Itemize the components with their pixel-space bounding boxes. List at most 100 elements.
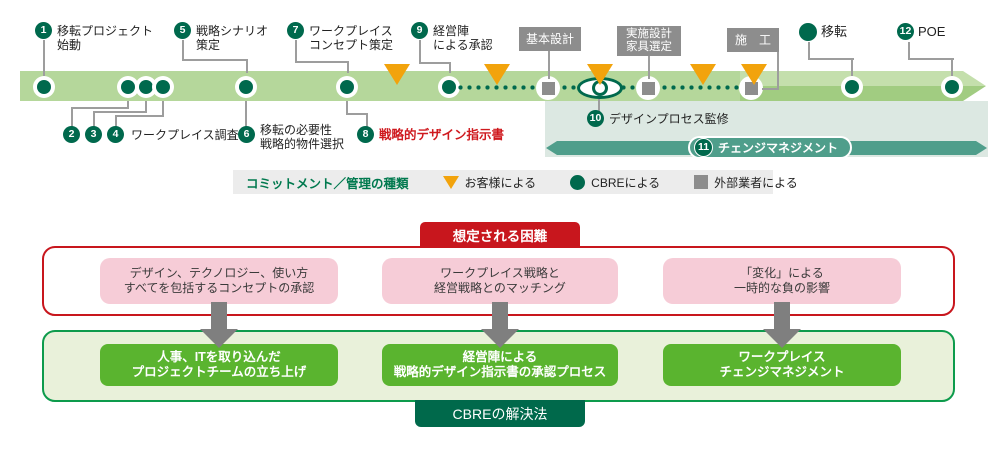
difficulty-box-1-line1: デザイン、テクノロジー、使い方 bbox=[129, 266, 309, 280]
connector-line bbox=[43, 40, 45, 76]
relocation-dot-icon bbox=[799, 23, 817, 41]
step-label-7: ワークプレイスコンセプト策定 bbox=[309, 24, 393, 52]
connector-line bbox=[951, 58, 953, 76]
solution-box-3: ワークプレイス チェンジマネジメント bbox=[663, 344, 901, 386]
step-label-1-line2: 始動 bbox=[57, 38, 82, 52]
connector-line bbox=[346, 101, 348, 115]
down-arrow-icon bbox=[492, 302, 508, 329]
connector-line bbox=[182, 40, 184, 61]
down-arrow-icon bbox=[200, 329, 238, 348]
step-badge-6: 6 bbox=[238, 126, 255, 143]
solution-box-1-line2: プロジェクトチームの立ち上げ bbox=[131, 365, 307, 379]
step-label-5: 戦略シナリオ策定 bbox=[196, 24, 268, 52]
solution-box-2-line1: 経営陣による bbox=[462, 350, 538, 364]
client-commitment-triangle-icon bbox=[384, 64, 410, 85]
legend-bar: コミットメント／管理の種類 お客様による CBREによる 外部業者による bbox=[233, 170, 798, 194]
difficulty-box-3-line1: 「変化」による bbox=[740, 266, 824, 280]
connector-line bbox=[115, 115, 164, 117]
vendor-box-construction: 施 工 bbox=[727, 28, 779, 52]
vendor-box-construction-label: 施 工 bbox=[734, 32, 771, 47]
connector-line bbox=[182, 59, 248, 61]
poe-label: POE bbox=[918, 24, 946, 39]
step-label-7-line1: ワークプレイス bbox=[309, 24, 393, 38]
connector-line bbox=[808, 58, 854, 60]
connector-line bbox=[127, 101, 129, 109]
down-arrow-icon bbox=[763, 329, 801, 348]
difficulty-box-2: ワークプレイス戦略と 経営戦略とのマッチング bbox=[382, 258, 618, 304]
connector-line bbox=[245, 101, 247, 127]
change-management-label: チェンジマネジメント bbox=[718, 141, 839, 155]
circle-icon bbox=[570, 174, 586, 190]
connector-line bbox=[908, 58, 954, 60]
step-label-234: ワークプレイス調査 bbox=[131, 128, 239, 142]
solution-box-3-line2: チェンジマネジメント bbox=[719, 365, 845, 379]
dotted-line-icon bbox=[562, 85, 588, 90]
step-badge-10: 10 bbox=[587, 110, 604, 127]
connector-line bbox=[908, 42, 910, 60]
difficulty-box-1-line2: すべてを包括するコンセプトの承認 bbox=[123, 281, 315, 295]
milestone-node-9 bbox=[438, 76, 460, 98]
triangle-icon bbox=[442, 175, 459, 189]
solution-box-2-line2: 戦略的デザイン指示書の承認プロセス bbox=[393, 365, 607, 379]
step-badge-11: 11 bbox=[694, 138, 713, 157]
client-commitment-triangle-icon bbox=[690, 64, 716, 85]
legend-item-vendor-label: 外部業者による bbox=[714, 175, 798, 190]
vendor-node-basic-design bbox=[536, 76, 560, 100]
milestone-node-3 bbox=[135, 76, 157, 98]
connector-line bbox=[648, 56, 650, 79]
step-badge-1: 1 bbox=[35, 22, 52, 39]
connector-line bbox=[71, 107, 73, 127]
connector-line bbox=[449, 62, 451, 73]
relocation-label: 移転 bbox=[821, 24, 848, 39]
dotted-line-icon bbox=[612, 85, 638, 90]
connector-line bbox=[347, 61, 349, 73]
connector-line bbox=[246, 59, 248, 73]
step-label-6-line1: 移転の必要性 bbox=[260, 123, 333, 137]
change-management-pill: 11 チェンジマネジメント bbox=[688, 136, 853, 159]
vendor-box-basic-design: 基本設計 bbox=[519, 27, 581, 51]
milestone-node-relocation bbox=[841, 76, 863, 98]
step-badge-7: 7 bbox=[287, 22, 304, 39]
milestone-node-1 bbox=[33, 76, 55, 98]
solution-box-2: 経営陣による 戦略的デザイン指示書の承認プロセス bbox=[382, 344, 618, 386]
connector-line bbox=[419, 40, 421, 64]
legend-title: コミットメント／管理の種類 bbox=[246, 176, 409, 191]
client-commitment-triangle-icon bbox=[484, 64, 510, 85]
legend-item-cbre-label: CBREによる bbox=[591, 175, 661, 190]
legend-item-vendor: 外部業者による bbox=[694, 174, 798, 191]
difficulty-box-1: デザイン、テクノロジー、使い方 すべてを包括するコンセプトの承認 bbox=[100, 258, 338, 304]
connector-line bbox=[115, 115, 117, 127]
step-badge-2: 2 bbox=[63, 126, 80, 143]
down-arrow-icon bbox=[211, 302, 227, 329]
vendor-box-detail-design: 実施設計家具選定 bbox=[617, 26, 681, 56]
connector-line bbox=[295, 40, 297, 63]
step-label-9: 経営陣による承認 bbox=[433, 24, 493, 52]
difficulty-box-3-line2: 一時的な負の影響 bbox=[733, 281, 830, 295]
solution-box-3-line1: ワークプレイス bbox=[738, 350, 826, 364]
step-label-9-line2: による承認 bbox=[433, 38, 493, 52]
milestone-node-2 bbox=[117, 76, 139, 98]
legend-item-client: お客様による bbox=[442, 174, 536, 191]
legend-item-cbre: CBREによる bbox=[570, 174, 660, 191]
step-label-6: 移転の必要性戦略的物件選択 bbox=[260, 123, 344, 151]
connector-line bbox=[808, 42, 810, 60]
client-commitment-triangle-icon bbox=[587, 64, 613, 85]
solution-box-1: 人事、ITを取り込んだ プロジェクトチームの立ち上げ bbox=[100, 344, 338, 386]
step-badge-9: 9 bbox=[411, 22, 428, 39]
step-label-5-line2: 策定 bbox=[196, 38, 221, 52]
connector-line bbox=[295, 61, 349, 63]
milestone-node-5-6 bbox=[235, 76, 257, 98]
step-badge-5: 5 bbox=[174, 22, 191, 39]
client-commitment-triangle-icon bbox=[741, 64, 767, 85]
step-label-8: 戦略的デザイン指示書 bbox=[379, 128, 505, 142]
step-label-7-line2: コンセプト策定 bbox=[309, 38, 394, 52]
step-label-10: デザインプロセス監修 bbox=[609, 112, 729, 126]
vendor-box-detail-design-line1: 実施設計 bbox=[626, 28, 672, 40]
connector-line bbox=[598, 99, 600, 113]
connector-line bbox=[777, 52, 779, 90]
connector-line bbox=[93, 111, 147, 113]
connector-line bbox=[145, 101, 147, 113]
vendor-box-basic-design-label: 基本設計 bbox=[525, 31, 574, 46]
step-label-9-line1: 経営陣 bbox=[433, 24, 470, 38]
